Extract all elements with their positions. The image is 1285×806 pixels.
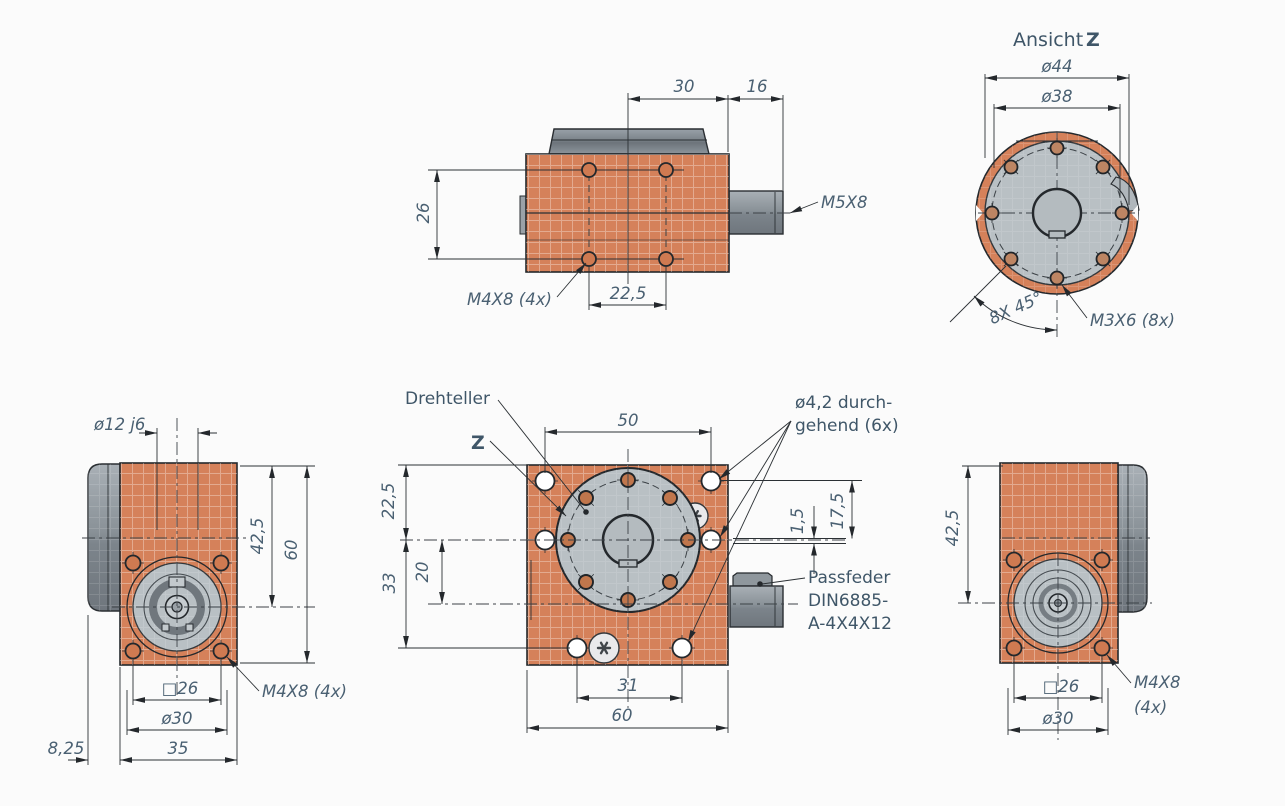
dim-42-5: 42,5 — [248, 518, 267, 555]
shaft-key — [732, 572, 773, 587]
label-drehteller: Drehteller — [405, 389, 490, 409]
label-z-pointer: Z — [471, 432, 485, 454]
through-holes — [532, 468, 724, 661]
label-m4x8-left: M4X8 (4x) — [262, 682, 347, 701]
label-m5x8: M5X8 — [821, 193, 868, 212]
torx-screw — [588, 632, 620, 664]
dim-50: 50 — [618, 411, 639, 430]
label-holes-line1: ø4,2 durch- — [795, 393, 892, 413]
view-front: 50 22,5 33 20 17,5 1,5 31 60 Drehteller … — [379, 389, 899, 733]
center-bore — [1031, 187, 1083, 239]
view-top: 30 16 26 22,5 M5X8 M4X8 (4x) — [414, 77, 868, 310]
flange-screws — [1003, 549, 1113, 659]
screw-m3-ring — [982, 138, 1132, 288]
dim-30: 30 — [674, 77, 695, 96]
dim-20: 20 — [413, 562, 432, 583]
dim-22-5: 22,5 — [610, 284, 647, 303]
view-left: ø12 j6 42,5 60 □26 ø30 35 8,25 M4X8 (4x) — [48, 415, 347, 765]
label-passfeder-line1: Passfeder — [808, 568, 890, 588]
dim-sq26: □26 — [162, 679, 199, 698]
view-right: 42,5 □26 ø30 M4X8 (4x) — [943, 462, 1181, 740]
dim-d38: ø38 — [1040, 87, 1072, 106]
dim-shaft-d12: ø12 j6 — [93, 415, 145, 434]
view-title: Ansicht — [1013, 29, 1083, 51]
label-m4x8-right-line2: (4x) — [1134, 698, 1167, 717]
output-shaft — [729, 585, 784, 628]
screw-hole — [581, 162, 674, 267]
drive-knob — [548, 128, 710, 155]
output-shaft-top — [728, 190, 784, 235]
label-m4x8-top: M4X8 (4x) — [467, 290, 552, 309]
dim-60-front: 60 — [612, 706, 633, 725]
dim-16: 16 — [747, 77, 768, 96]
dim-8-25: 8,25 — [48, 739, 85, 758]
dim-d30: ø30 — [160, 709, 192, 728]
label-m4x8-right-line1: M4X8 — [1134, 673, 1181, 692]
dim-60: 60 — [282, 540, 301, 561]
dim-35: 35 — [168, 739, 189, 758]
dim-26: 26 — [414, 203, 433, 224]
dim-1-5: 1,5 — [788, 508, 807, 534]
label-passfeder-line3: A-4X4X12 — [808, 614, 892, 634]
flange-screws — [122, 552, 232, 662]
dim-d44: ø44 — [1040, 57, 1072, 76]
label-m3x6: M3X6 (8x) — [1090, 311, 1175, 330]
dim-17-5: 17,5 — [828, 493, 847, 530]
label-passfeder-line2: DIN6885- — [808, 591, 888, 611]
view-ansicht-z: Ansicht Z ø44 ø38 — [949, 29, 1175, 341]
dim-22-5-front: 22,5 — [379, 483, 398, 520]
dim-angle: 8X 45° — [986, 288, 1045, 328]
label-holes-line2: gehend (6x) — [795, 416, 899, 436]
dim-31: 31 — [618, 676, 639, 695]
dim-sq26-right: □26 — [1043, 677, 1080, 696]
dim-33: 33 — [380, 573, 399, 594]
keyway — [1048, 230, 1066, 239]
view-title-z: Z — [1086, 29, 1100, 51]
dim-42-5-right: 42,5 — [943, 510, 962, 547]
dim-d30-right: ø30 — [1041, 709, 1073, 728]
